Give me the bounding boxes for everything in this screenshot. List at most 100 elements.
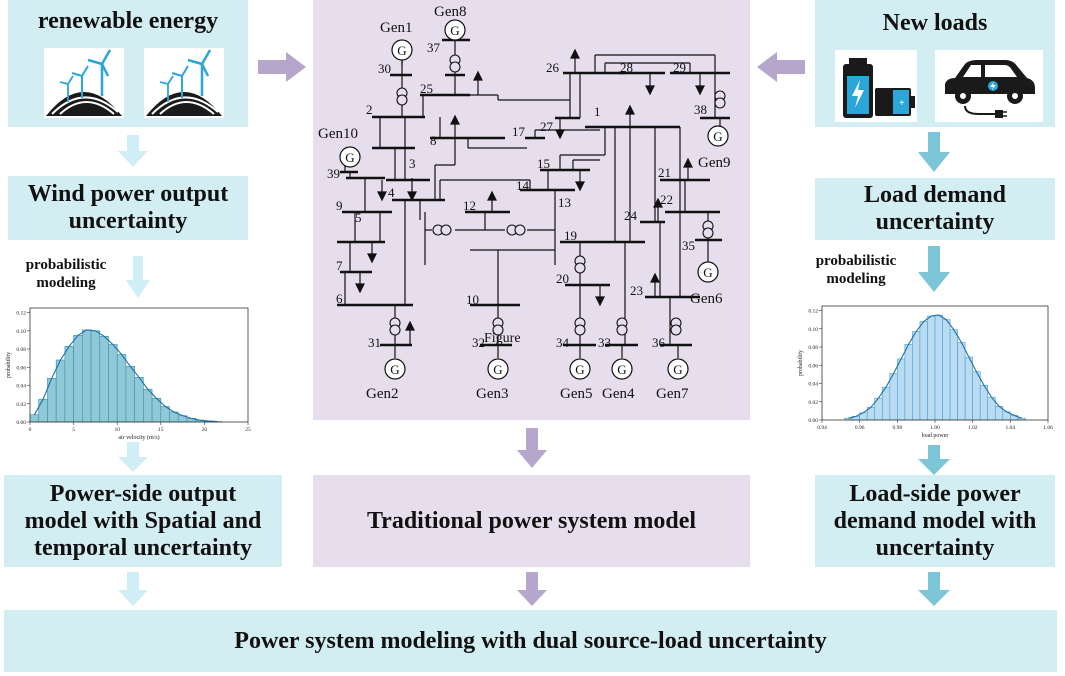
y-tick-label: 0.04 — [16, 384, 26, 390]
svg-text:39: 39 — [327, 166, 340, 181]
x-tick-label: 0.96 — [855, 425, 865, 431]
load-uncertainty-line1: Load demand — [863, 182, 1007, 208]
svg-text:22: 22 — [660, 192, 673, 207]
x-tick-label: 1.02 — [968, 425, 978, 431]
down-arrow-icon — [118, 442, 148, 472]
wind-turbine-icon — [144, 48, 224, 118]
y-tick-label: 0.04 — [808, 382, 818, 388]
svg-text:23: 23 — [630, 283, 643, 298]
svg-text:37: 37 — [427, 40, 441, 55]
histogram-bar — [957, 342, 966, 421]
histogram-bar — [964, 356, 973, 421]
x-tick-label: 25 — [245, 427, 251, 433]
svg-text:33: 33 — [598, 335, 611, 350]
svg-text:32: 32 — [472, 335, 485, 350]
svg-text:31: 31 — [368, 335, 381, 350]
x-tick-label: 1.04 — [1006, 425, 1016, 431]
wind-uncertainty-line1: Wind power output — [27, 181, 229, 207]
gen-label-5: Gen5 — [560, 386, 593, 402]
power-side-line1: Power-side output — [49, 480, 237, 507]
load-side-line3: uncertainty — [875, 534, 995, 561]
gen-label-10: Gen10 — [318, 126, 358, 142]
svg-text:12: 12 — [463, 198, 476, 213]
x-tick-label: 1.06 — [1043, 425, 1053, 431]
histogram-bar — [934, 314, 943, 421]
down-arrow-icon — [918, 246, 950, 292]
traditional-model-box: Traditional power system model — [313, 475, 750, 567]
svg-text:20: 20 — [556, 271, 569, 286]
histogram-bar — [949, 329, 958, 421]
gen-label-7: Gen7 — [656, 386, 689, 402]
histogram-bar — [82, 329, 92, 423]
svg-text:34: 34 — [556, 335, 570, 350]
y-tick-label: 0.12 — [808, 309, 818, 315]
svg-text:38: 38 — [694, 102, 707, 117]
power-side-line3: temporal uncertainty — [34, 534, 252, 561]
x-tick-label: 0 — [29, 427, 32, 433]
right-arrow-icon — [258, 52, 306, 82]
y-tick-label: 0.02 — [808, 400, 818, 406]
wind-turbine-icon — [44, 48, 124, 118]
histogram-bar — [108, 344, 118, 423]
histogram-bar — [99, 335, 109, 423]
left-prob-line2: modeling — [36, 275, 96, 291]
gen-symbol: G — [617, 362, 626, 377]
x-tick-label: 0.94 — [817, 425, 827, 431]
right-prob-label: probabilistic modeling — [796, 252, 916, 288]
y-tick-label: 0.00 — [16, 420, 26, 426]
gen-symbol: G — [575, 362, 584, 377]
gen-symbol: G — [493, 362, 502, 377]
ieee39-diagram-box — [313, 0, 750, 420]
histogram-bar — [881, 386, 891, 421]
svg-text:25: 25 — [420, 81, 433, 96]
svg-text:10: 10 — [466, 292, 479, 307]
svg-text:29: 29 — [673, 60, 686, 75]
down-arrow-icon — [517, 428, 547, 468]
histogram-bar — [979, 385, 989, 421]
y-tick-label: 0.08 — [808, 345, 818, 351]
svg-text:5: 5 — [355, 210, 362, 225]
right-prob-line1: probabilistic — [815, 253, 897, 269]
y-tick-label: 0.12 — [16, 311, 26, 317]
y-tick-label: 0.00 — [808, 418, 818, 424]
y-axis-label: probability — [798, 350, 804, 376]
histogram-bar — [38, 398, 48, 423]
load-side-line1: Load-side power — [849, 480, 1021, 507]
gen-label-1: Gen1 — [380, 20, 413, 36]
x-axis-label: load power — [922, 433, 949, 439]
load-uncertainty-box: Load demand uncertainty — [815, 178, 1055, 240]
left-arrow-icon — [757, 52, 805, 82]
svg-text:6: 6 — [336, 291, 343, 306]
svg-text:2: 2 — [366, 102, 373, 117]
svg-text:21: 21 — [658, 165, 671, 180]
svg-text:17: 17 — [512, 124, 526, 139]
generator-icon — [339, 19, 729, 380]
histogram-bar — [125, 366, 135, 423]
histogram-bar — [90, 330, 101, 423]
svg-text:7: 7 — [336, 258, 343, 273]
gen-symbol: G — [390, 362, 399, 377]
gen-label-2: Gen2 — [366, 386, 399, 402]
down-arrow-icon — [918, 132, 950, 172]
gen-label-6: Gen6 — [690, 291, 723, 307]
x-tick-label: 0.98 — [893, 425, 903, 431]
svg-text:1: 1 — [594, 104, 601, 119]
svg-text:27: 27 — [540, 119, 554, 134]
down-arrow-icon — [918, 445, 950, 475]
histogram-bar — [55, 359, 66, 423]
power-side-line2: model with Spatial and — [24, 507, 262, 534]
histogram-bar — [29, 414, 40, 423]
histogram-bar — [897, 358, 906, 421]
svg-text:8: 8 — [430, 133, 437, 148]
gen-symbol: G — [450, 23, 459, 38]
y-tick-label: 0.10 — [16, 329, 26, 335]
svg-text:3: 3 — [409, 156, 416, 171]
svg-text:15: 15 — [537, 156, 550, 171]
histogram-bar — [919, 321, 928, 421]
gen-symbol: G — [397, 43, 406, 58]
traditional-model-text: Traditional power system model — [366, 507, 697, 534]
wind-uncertainty-box: Wind power output uncertainty — [8, 176, 248, 240]
svg-text:35: 35 — [682, 238, 695, 253]
histogram-bar — [64, 346, 74, 423]
new-loads-box: New loads + — [815, 0, 1055, 127]
